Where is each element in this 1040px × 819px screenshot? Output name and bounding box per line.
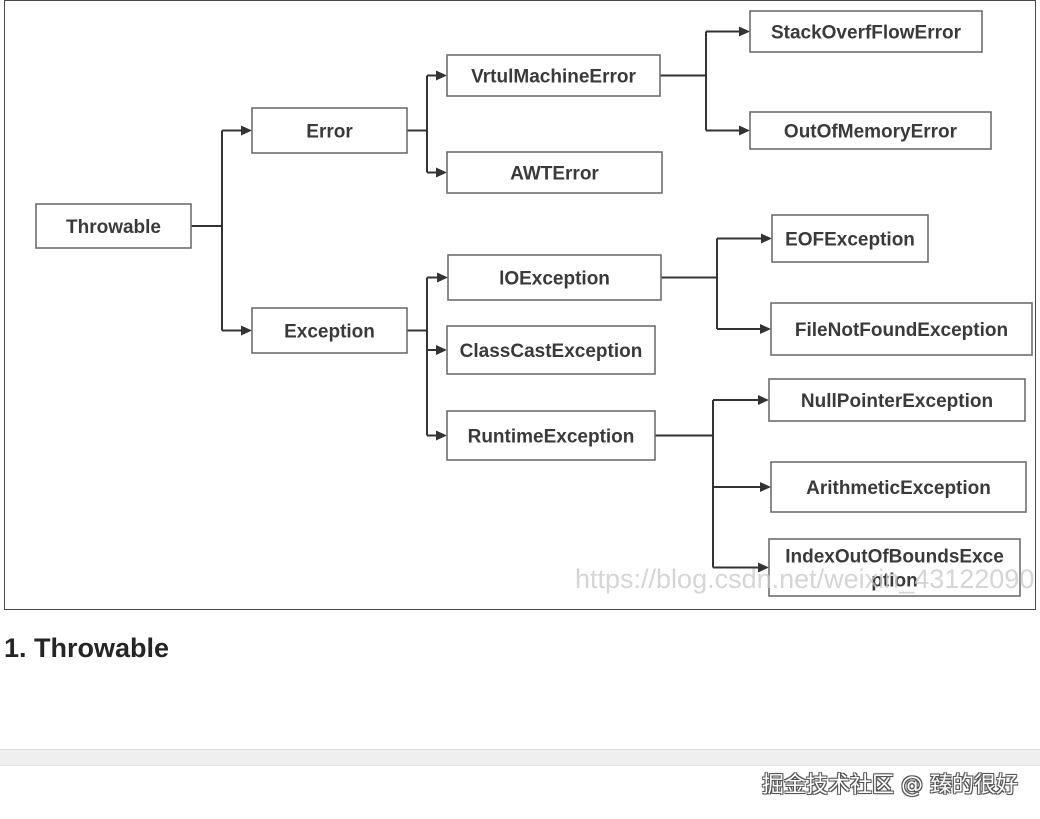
node-label: Throwable: [66, 217, 161, 238]
node-box: [749, 10, 983, 53]
node-box: [749, 111, 992, 150]
node-label: Error: [306, 122, 353, 143]
node-label: RuntimeException: [468, 427, 635, 448]
arrowhead: [436, 345, 447, 355]
node-arithmetic: ArithmeticException: [770, 461, 1027, 513]
node-box: [446, 151, 663, 194]
arrowhead: [241, 125, 252, 136]
node-label: NullPointerException: [801, 391, 993, 412]
node-out-of-memory: OutOfMemoryError: [749, 111, 992, 150]
node-label: VrtulMachineError: [471, 67, 636, 88]
node-box: [251, 107, 408, 154]
node-io-exception: lOException: [447, 254, 662, 301]
node-error: Error: [251, 107, 408, 154]
node-label: StackOverfFlowError: [771, 23, 962, 44]
watermark-url: https://blog.csdn.net/weixin_43122090: [575, 564, 1035, 594]
node-exception: Exception: [251, 307, 408, 354]
node-box: [770, 461, 1027, 513]
connector-error: [407, 70, 447, 178]
arrowhead: [761, 233, 772, 244]
arrowhead: [436, 430, 447, 441]
source-credit: 掘金技术社区 @ 臻的很好: [762, 773, 1018, 798]
arrowhead: [437, 272, 448, 283]
node-label: ClassCastException: [460, 341, 643, 362]
node-box: [768, 378, 1026, 422]
arrowhead: [760, 482, 771, 492]
arrowhead: [739, 26, 750, 37]
node-box: [447, 254, 662, 301]
node-stack-overflow: StackOverfFlowError: [749, 10, 983, 53]
node-box: [446, 325, 656, 375]
arrowhead: [436, 70, 447, 81]
node-class-cast: ClassCastException: [446, 325, 656, 375]
node-file-not-found: FileNotFoundException: [770, 302, 1033, 356]
node-label: ArithmeticException: [806, 478, 991, 499]
node-label: OutOfMemoryError: [784, 122, 958, 143]
node-box: [771, 214, 929, 263]
node-label: FileNotFoundException: [795, 320, 1008, 341]
node-awt-error: AWTError: [446, 151, 663, 194]
node-box: [35, 203, 192, 249]
connector-io-exception: [661, 233, 772, 334]
arrowhead: [758, 562, 769, 573]
node-label: Exception: [284, 322, 375, 343]
connector-exception: [407, 272, 448, 441]
connector-runtime-exception: [655, 395, 771, 573]
node-box: [446, 410, 656, 461]
connector-throwable: [191, 125, 252, 336]
arrowhead: [758, 395, 769, 405]
section-heading: 1. Throwable: [4, 633, 170, 663]
node-box: [446, 54, 661, 97]
arrowhead: [241, 325, 252, 336]
node-label: AWTError: [510, 164, 599, 185]
node-runtime-exception: RuntimeException: [446, 410, 656, 461]
node-vm-error: VrtulMachineError: [446, 54, 661, 97]
node-box: [251, 307, 408, 354]
node-null-pointer: NullPointerException: [768, 378, 1026, 422]
node-box: [768, 538, 1021, 597]
horizontal-scrollbar[interactable]: [0, 749, 1040, 766]
connector-vm-error: [660, 26, 750, 136]
node-throwable: Throwable: [35, 203, 192, 249]
node-label: lOException: [499, 269, 610, 290]
arrowhead: [436, 167, 447, 178]
node-label: EOFException: [785, 230, 915, 251]
arrowhead: [760, 324, 771, 334]
node-eof-exception: EOFException: [771, 214, 929, 263]
node-box: [770, 302, 1033, 356]
arrowhead: [739, 125, 750, 136]
